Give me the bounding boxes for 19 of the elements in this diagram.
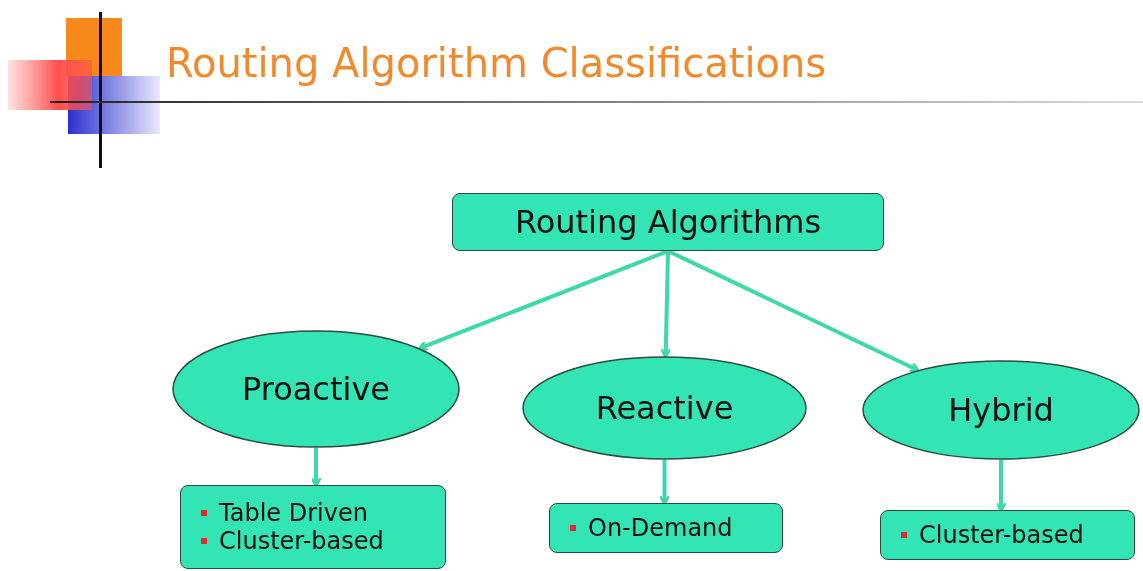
arrow	[660, 250, 672, 359]
process-box	[880, 510, 1135, 560]
list-item-text: Cluster-based	[219, 527, 384, 555]
arrow	[667, 249, 920, 373]
node-label: Proactive	[242, 370, 390, 408]
process-box	[549, 503, 783, 553]
process-box	[452, 193, 884, 251]
list-item-text: Cluster-based	[919, 521, 1084, 549]
node-label: Reactive	[595, 389, 734, 427]
node-label: Routing Algorithms	[514, 203, 822, 241]
ellipse-node	[522, 356, 807, 460]
arrow	[417, 249, 669, 352]
list-item-text: On-Demand	[588, 514, 733, 542]
list-item-text: Table Driven	[219, 499, 368, 527]
process-box	[180, 485, 446, 569]
ellipse-node	[862, 360, 1140, 460]
slide-title: Routing Algorithm Classifications	[166, 40, 827, 86]
ellipse-node	[172, 330, 460, 448]
node-label: Hybrid	[948, 391, 1054, 429]
